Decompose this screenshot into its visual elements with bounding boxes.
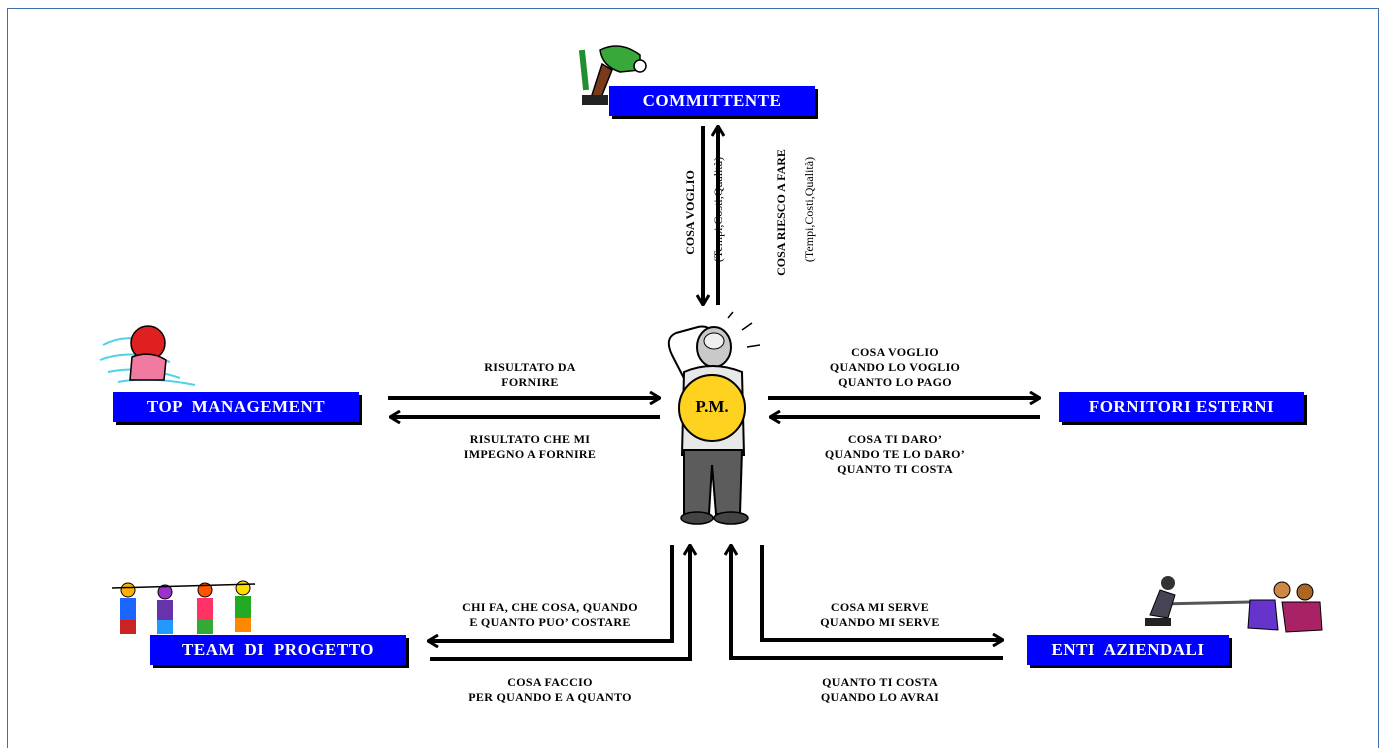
team-di-progetto-box: TEAM DI PROGETTO [150, 635, 406, 665]
dancing-people-clipart-icon [111, 580, 256, 634]
enti-aziendali-box: ENTI AZIENDALI [1027, 635, 1229, 665]
label-top-to-pm: RISULTATO DA FORNIRE [484, 360, 576, 389]
diagram-frame [7, 8, 1379, 748]
label-team-to-pm: COSA FACCIO PER QUANDO E A QUANTO [468, 675, 632, 704]
arrow-pm-to-team [428, 545, 674, 641]
top-management-box: TOP MANAGEMENT [113, 392, 359, 422]
pm-badge [678, 374, 746, 442]
tug-of-war-clipart-icon [1145, 576, 1323, 633]
label-pm-to-enti: COSA MI SERVE QUANDO MI SERVE [820, 600, 940, 629]
committente-box: COMMITTENTE [609, 86, 815, 116]
arrow-enti-to-pm [731, 545, 1003, 660]
label-pm-to-fornitori: COSA VOGLIO QUANDO LO VOGLIO QUANTO LO P… [829, 345, 961, 389]
arrow-team-to-pm [430, 545, 690, 661]
label-committente-to-pm: COSA VOGLIO (Tempi,Costi,Qualità) [683, 156, 725, 263]
flow-arrows [99, 45, 1323, 661]
inspector-clipart-icon [578, 45, 647, 105]
label-pm-to-top: RISULTATO CHE MI IMPEGNO A FORNIRE [463, 432, 597, 461]
project-manager-figure-icon [667, 311, 761, 525]
manager-clipart-icon [99, 325, 196, 386]
arrow-pm-to-enti [760, 545, 1003, 640]
label-enti-to-pm: QUANTO TI COSTA QUANDO LO AVRAI [820, 675, 940, 704]
label-pm-to-committente: COSA RIESCO A FARE (Tempi,Costi,Qualità) [774, 149, 816, 276]
fornitori-esterni-box: FORNITORI ESTERNI [1059, 392, 1304, 422]
pm-label: P.M. [695, 397, 729, 416]
label-pm-to-team: CHI FA, CHE COSA, QUANDO E QUANTO PUO’ C… [462, 600, 638, 629]
label-fornitori-to-pm: COSA TI DARO’ QUANDO TE LO DARO’ QUANTO … [824, 432, 966, 476]
